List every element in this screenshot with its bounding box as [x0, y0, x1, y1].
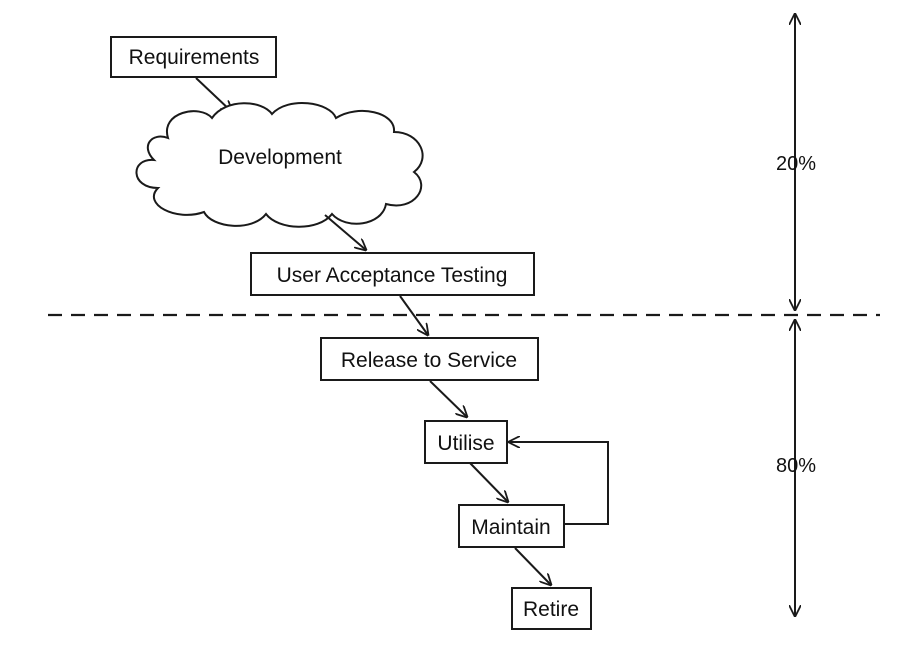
- arrow-maintain-to-utilise-loop: [509, 442, 609, 525]
- lower-percent-label: 80%: [776, 455, 816, 477]
- node-requirements: Requirements: [110, 36, 277, 78]
- upper-percent-label: 20%: [776, 153, 816, 175]
- arrow-uat-to-release: [399, 295, 428, 335]
- node-retire-label: Retire: [523, 598, 579, 621]
- node-development-label: Development: [218, 146, 342, 169]
- node-uat: User Acceptance Testing: [250, 252, 535, 296]
- node-development-cloud: Development: [135, 102, 424, 228]
- node-requirements-label: Requirements: [129, 46, 260, 69]
- node-maintain: Maintain: [458, 504, 565, 548]
- arrow-development-to-uat: [324, 214, 366, 250]
- node-retire: Retire: [511, 587, 592, 630]
- arrow-release-to-utilise: [429, 380, 467, 417]
- node-release-label: Release to Service: [341, 349, 517, 372]
- node-release: Release to Service: [320, 337, 539, 381]
- node-maintain-label: Maintain: [471, 516, 550, 539]
- node-uat-label: User Acceptance Testing: [277, 264, 508, 287]
- node-utilise-label: Utilise: [437, 432, 494, 455]
- cloud-shape: [135, 102, 424, 228]
- arrow-maintain-to-retire: [514, 547, 551, 585]
- node-utilise: Utilise: [424, 420, 508, 464]
- arrow-utilise-to-maintain: [469, 462, 508, 502]
